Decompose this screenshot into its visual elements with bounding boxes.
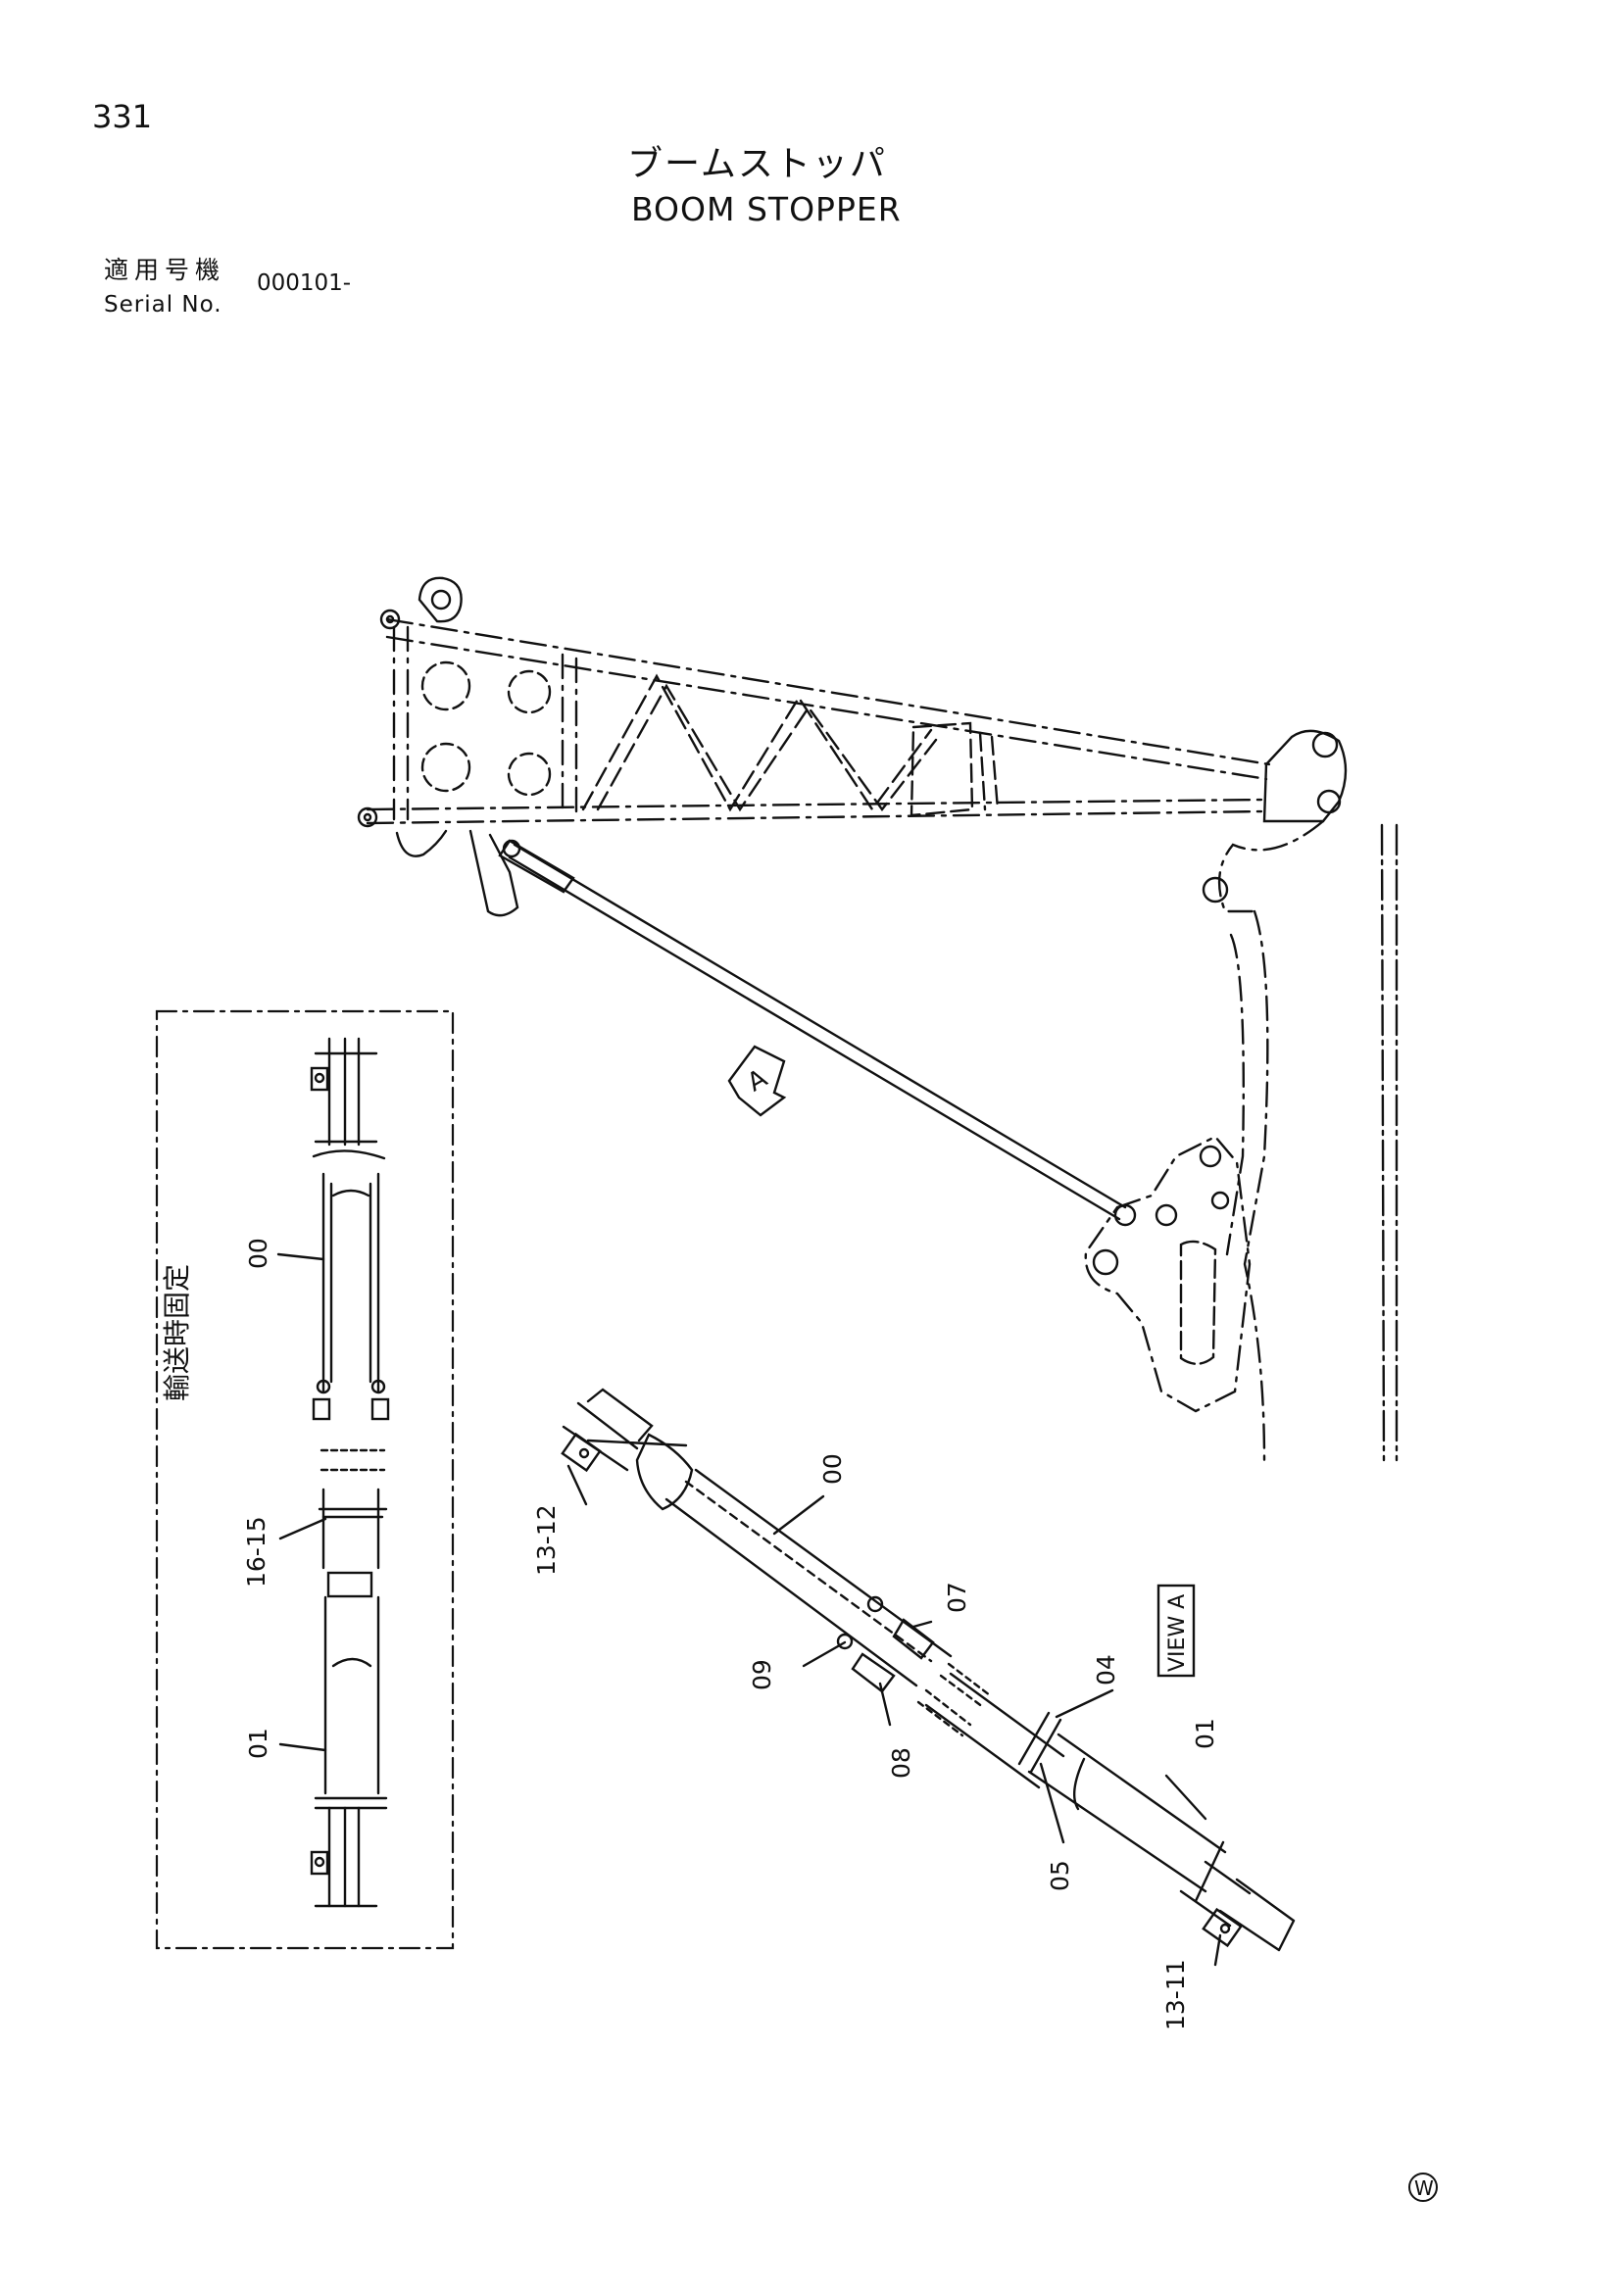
footer-mark: W: [1414, 2176, 1434, 2200]
callout-07: 07: [943, 1582, 971, 1613]
callout-16-15: 16-15: [242, 1516, 270, 1588]
view-a-detail: [561, 1388, 1296, 1967]
page-title-japanese: ブームストッパ: [627, 144, 887, 184]
callout-08: 08: [887, 1747, 915, 1779]
callout-00-view: 00: [818, 1453, 847, 1485]
transport-fixing-box: [155, 1009, 455, 1950]
callout-04: 04: [1092, 1654, 1120, 1685]
view-arrow-label: A: [743, 1063, 773, 1098]
callout-13-11: 13-11: [1161, 1959, 1190, 2030]
boom-assembly: [357, 576, 1399, 1462]
serial-label-japanese: 適用号機: [104, 256, 226, 284]
serial-label: Serial No.: [104, 292, 222, 318]
callout-00: 00: [244, 1238, 272, 1269]
callout-09: 09: [748, 1659, 776, 1690]
page-title: BOOM STOPPER: [631, 190, 902, 228]
transport-fixing-label: 輸送時固定: [161, 1264, 193, 1401]
page-number: 331: [92, 98, 153, 135]
view-a-label: VIEW A: [1165, 1594, 1190, 1672]
serial-number-value: 000101-: [257, 270, 352, 296]
callout-13-12: 13-12: [532, 1504, 561, 1576]
callout-01: 01: [244, 1728, 272, 1759]
callout-05: 05: [1046, 1860, 1074, 1891]
callout-01-view: 01: [1191, 1718, 1219, 1749]
